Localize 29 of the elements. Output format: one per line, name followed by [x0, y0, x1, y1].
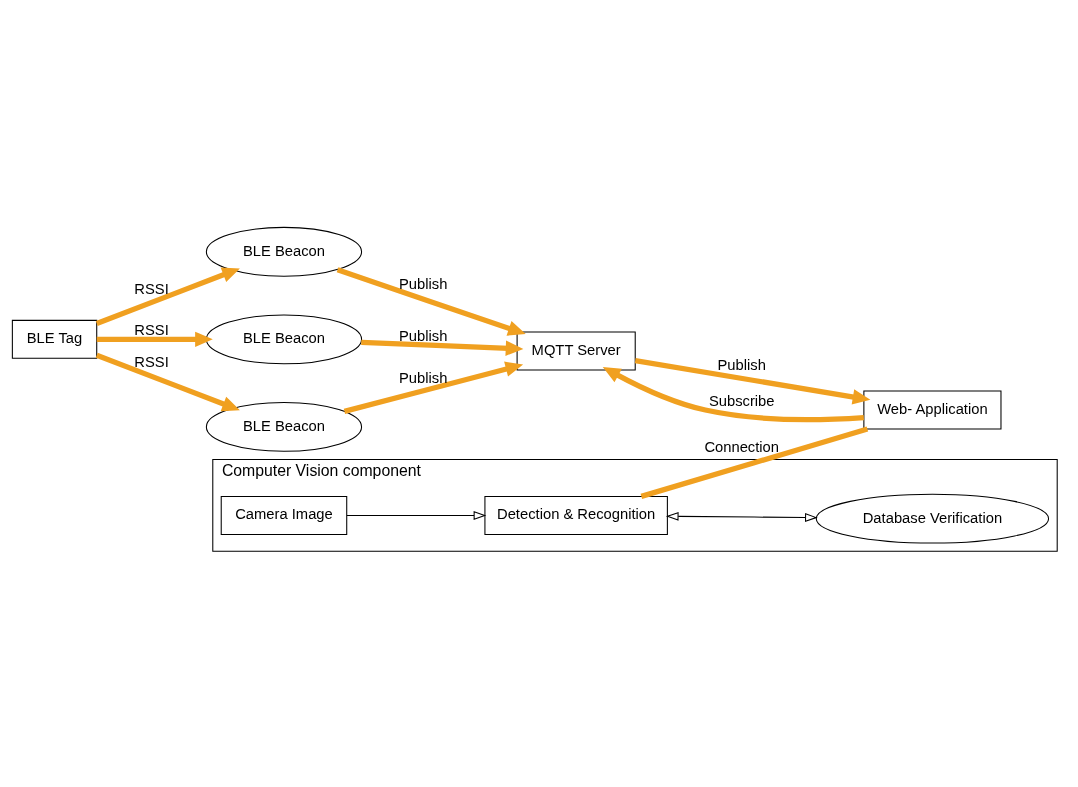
edge-label: RSSI — [134, 281, 169, 298]
arrow — [602, 366, 864, 423]
node-box: Web- Application — [863, 390, 1002, 430]
arrow — [95, 352, 240, 412]
edge-label: Publish — [399, 275, 448, 292]
node-ellipse: Database Verification — [815, 493, 1050, 544]
node-ellipse: BLE Beacon — [205, 226, 363, 277]
node-box: Detection & Recognition — [484, 495, 668, 535]
arrow — [96, 331, 213, 348]
arrow — [95, 267, 240, 326]
node-box: BLE Tag — [11, 319, 98, 359]
connector — [640, 426, 869, 499]
node-ellipse: BLE Beacon — [205, 314, 363, 365]
arrow — [361, 339, 524, 356]
node-box: MQTT Server — [516, 331, 636, 371]
edge-label: Publish — [717, 357, 766, 374]
arrow — [665, 511, 818, 522]
arrow — [346, 511, 487, 520]
arrow — [343, 361, 524, 414]
edge-label: Subscribe — [708, 393, 775, 410]
node-box: Camera Image — [220, 495, 348, 535]
arrow — [634, 358, 871, 405]
arrow — [336, 267, 526, 336]
edge-label: Publish — [399, 327, 448, 344]
edge-label: RSSI — [134, 322, 169, 339]
edge-label: RSSI — [134, 353, 169, 370]
node-ellipse: BLE Beacon — [205, 401, 363, 452]
edge-label: Connection — [704, 439, 780, 456]
edge-label: Publish — [399, 369, 448, 386]
